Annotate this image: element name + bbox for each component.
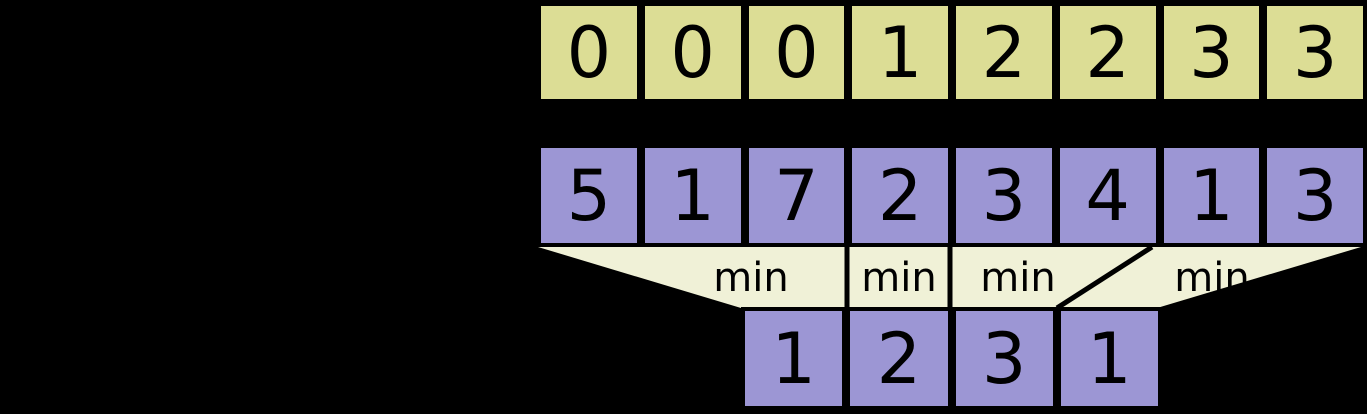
input-value-cell: 3 [1263,144,1367,247]
segment-id-cell: 0 [744,2,849,103]
min-operator-label: min [1174,255,1250,301]
min-operator-label: min [861,255,937,301]
min-operator-label: min [713,255,789,301]
segment-id-cell: 3 [1159,2,1264,103]
input-values-row: 5 1 7 2 3 4 1 3 [537,144,1367,247]
input-value-cell: 7 [744,144,849,247]
result-value-cell: 3 [951,307,1057,410]
min-operator-label: min [980,255,1056,301]
funnel-divider-slanted [1055,244,1154,311]
segment-id-cell: 1 [848,2,952,103]
segment-id-cell: 3 [1263,2,1367,103]
segment-id-cell: 2 [1055,2,1160,103]
segment-ids-row: 0 0 0 1 2 2 3 3 [537,2,1367,103]
results-row: 1 2 3 1 [741,307,1162,410]
input-value-cell: 4 [1055,144,1160,247]
input-value-cell: 2 [848,144,952,247]
input-value-cell: 1 [1159,144,1264,247]
segment-id-cell: 0 [537,2,641,103]
segment-id-cell: 2 [952,2,1056,103]
input-value-cell: 1 [640,144,745,247]
input-value-cell: 3 [952,144,1056,247]
result-value-cell: 1 [741,307,847,410]
result-value-cell: 1 [1056,307,1162,410]
input-value-cell: 5 [537,144,641,247]
segment-id-cell: 0 [640,2,745,103]
result-value-cell: 2 [846,307,952,410]
